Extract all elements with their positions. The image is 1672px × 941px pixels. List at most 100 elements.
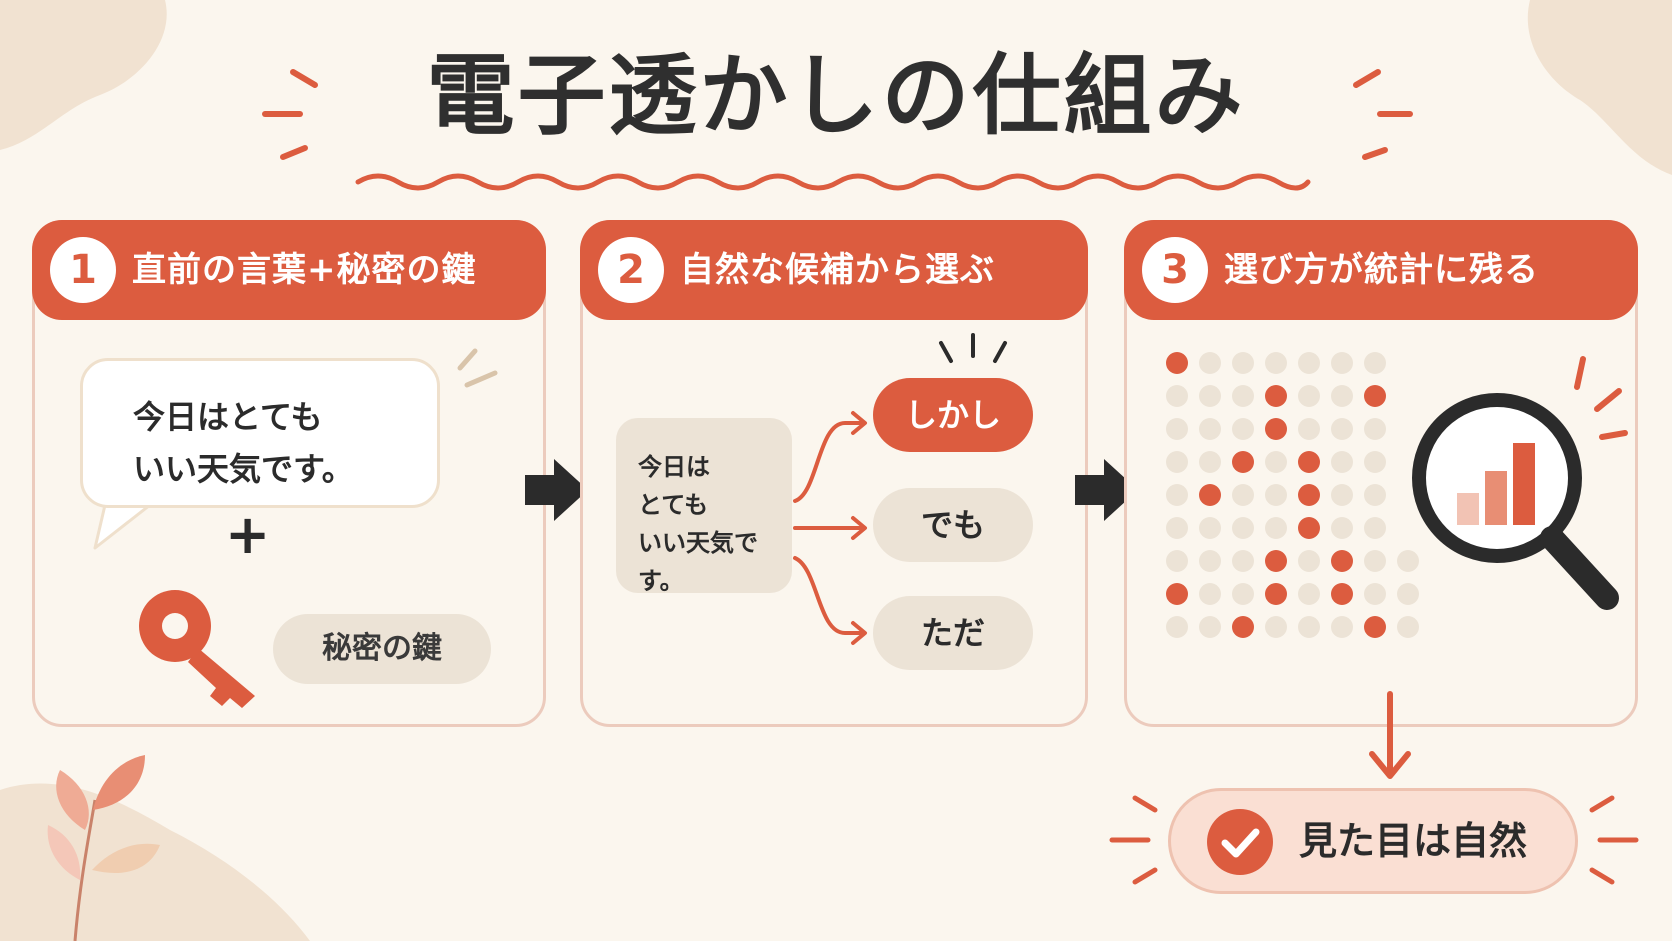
token-dot bbox=[1397, 583, 1419, 605]
token-dot bbox=[1298, 550, 1320, 572]
token-dot bbox=[1331, 550, 1353, 572]
token-dot bbox=[1265, 451, 1287, 473]
token-dot bbox=[1166, 352, 1188, 374]
token-dot bbox=[1166, 583, 1188, 605]
token-dot bbox=[1265, 385, 1287, 407]
speech-bubble: 今日はとても いい天気です。 bbox=[80, 358, 440, 508]
token-dot bbox=[1265, 583, 1287, 605]
page-title: 電子透かしの仕組み bbox=[426, 44, 1246, 147]
token-dot bbox=[1166, 517, 1188, 539]
branch-arrows bbox=[793, 333, 1007, 645]
token-dot bbox=[1232, 385, 1254, 407]
token-dot bbox=[1364, 616, 1386, 638]
token-dot bbox=[1298, 484, 1320, 506]
arrow-right-icon bbox=[1075, 459, 1138, 521]
token-dot bbox=[1331, 418, 1353, 440]
bubble-sparks bbox=[457, 348, 498, 388]
candidate-option: ただ bbox=[873, 596, 1033, 670]
token-dot bbox=[1331, 451, 1353, 473]
token-dot bbox=[1199, 616, 1221, 638]
result-label: 見た目は自然 bbox=[1299, 819, 1528, 863]
step-panel-1: 1 直前の言葉+秘密の鍵 今日はとても いい天気です。 + 秘密の鍵 bbox=[32, 220, 546, 727]
step-panel-2: 2 自然な候補から選ぶ 今日は とても いい天気です。 しかし でも ただ bbox=[580, 220, 1088, 727]
magnifier-chart-icon bbox=[1412, 356, 1628, 610]
token-dot bbox=[1364, 352, 1386, 374]
token-dot bbox=[1232, 616, 1254, 638]
token-dot-grid bbox=[1166, 352, 1419, 638]
token-dot bbox=[1364, 550, 1386, 572]
token-dot bbox=[1364, 583, 1386, 605]
token-dot bbox=[1397, 616, 1419, 638]
token-dot bbox=[1364, 517, 1386, 539]
token-dot bbox=[1199, 385, 1221, 407]
token-dot bbox=[1331, 583, 1353, 605]
token-dot bbox=[1232, 517, 1254, 539]
token-dot bbox=[1331, 352, 1353, 374]
token-dot bbox=[1298, 616, 1320, 638]
token-dot bbox=[1232, 583, 1254, 605]
token-dot bbox=[1265, 517, 1287, 539]
secret-key-pill: 秘密の鍵 bbox=[273, 614, 491, 684]
token-dot bbox=[1298, 451, 1320, 473]
token-dot bbox=[1265, 616, 1287, 638]
token-dot bbox=[1265, 418, 1287, 440]
step-number-1: 1 bbox=[50, 237, 116, 303]
token-dot bbox=[1298, 385, 1320, 407]
step-label-2: 自然な候補から選ぶ bbox=[680, 250, 995, 290]
step-number-2: 2 bbox=[598, 237, 664, 303]
arrow-right-icon bbox=[525, 459, 588, 521]
token-dot bbox=[1232, 550, 1254, 572]
token-dot bbox=[1331, 484, 1353, 506]
token-dot bbox=[1232, 418, 1254, 440]
input-context-box: 今日は とても いい天気です。 bbox=[616, 418, 792, 595]
key-icon bbox=[139, 590, 255, 708]
token-dot bbox=[1265, 484, 1287, 506]
candidate-selected: しかし bbox=[873, 378, 1033, 452]
step-header-2: 2 自然な候補から選ぶ bbox=[580, 220, 1088, 320]
token-dot bbox=[1199, 451, 1221, 473]
token-dot bbox=[1166, 385, 1188, 407]
token-dot bbox=[1331, 616, 1353, 638]
token-dot bbox=[1364, 418, 1386, 440]
token-dot bbox=[1232, 484, 1254, 506]
token-dot bbox=[1232, 451, 1254, 473]
token-dot bbox=[1166, 451, 1188, 473]
token-dot bbox=[1364, 451, 1386, 473]
token-dot bbox=[1265, 550, 1287, 572]
token-dot bbox=[1199, 484, 1221, 506]
token-dot bbox=[1166, 484, 1188, 506]
bubble-text: 今日はとても いい天気です。 bbox=[133, 398, 354, 488]
token-dot bbox=[1364, 484, 1386, 506]
token-dot bbox=[1199, 517, 1221, 539]
result-badge: 見た目は自然 bbox=[1168, 788, 1578, 894]
candidate-option: でも bbox=[873, 488, 1033, 562]
token-dot bbox=[1166, 616, 1188, 638]
token-dot bbox=[1298, 418, 1320, 440]
token-dot bbox=[1166, 418, 1188, 440]
plus-sign: + bbox=[225, 503, 271, 566]
step-label-1: 直前の言葉+秘密の鍵 bbox=[132, 250, 477, 290]
token-dot bbox=[1232, 352, 1254, 374]
token-dot bbox=[1331, 517, 1353, 539]
token-dot bbox=[1199, 418, 1221, 440]
arrow-down-icon bbox=[1369, 691, 1411, 779]
token-dot bbox=[1199, 352, 1221, 374]
step-header-3: 3 選び方が統計に残る bbox=[1124, 220, 1638, 320]
leaf-icon bbox=[47, 755, 160, 941]
token-dot bbox=[1199, 583, 1221, 605]
token-dot bbox=[1298, 517, 1320, 539]
step-header-1: 1 直前の言葉+秘密の鍵 bbox=[32, 220, 546, 320]
token-dot bbox=[1298, 352, 1320, 374]
token-dot bbox=[1298, 583, 1320, 605]
token-dot bbox=[1364, 385, 1386, 407]
token-dot bbox=[1166, 550, 1188, 572]
token-dot bbox=[1331, 385, 1353, 407]
token-dot bbox=[1199, 550, 1221, 572]
token-dot bbox=[1265, 352, 1287, 374]
step-label-3: 選び方が統計に残る bbox=[1224, 250, 1539, 290]
token-dot bbox=[1397, 550, 1419, 572]
step-number-3: 3 bbox=[1142, 237, 1208, 303]
